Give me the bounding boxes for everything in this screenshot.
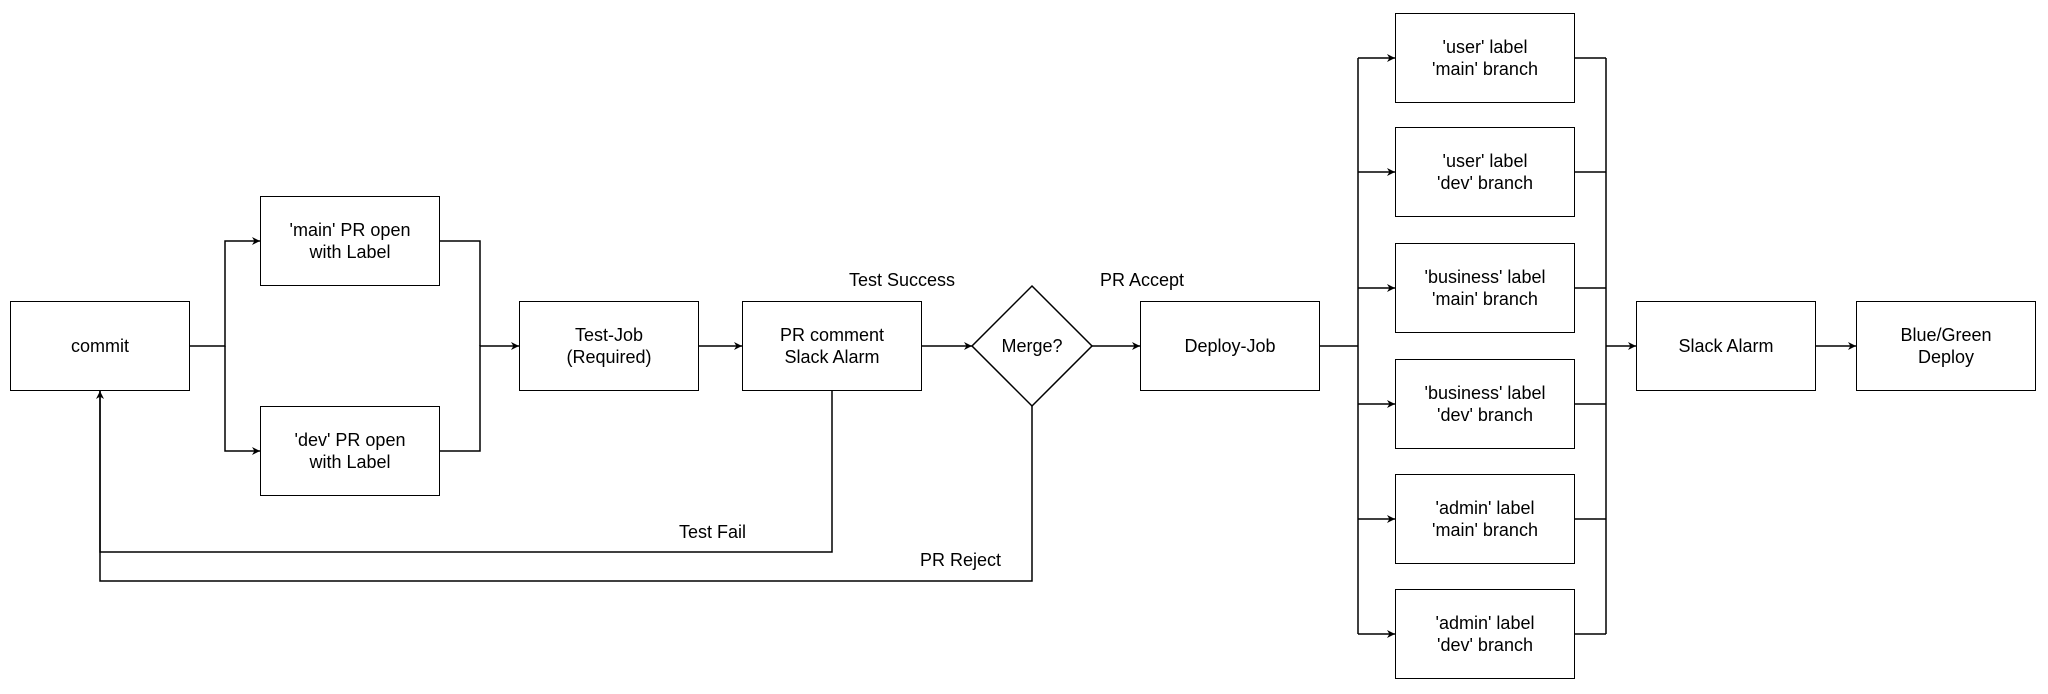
- pr-comment-label-line2: Slack Alarm: [784, 347, 880, 367]
- bluegreen-label-line2: Deploy: [1917, 347, 1975, 367]
- bluegreen-deploy-node: Blue/Green Deploy: [1856, 301, 2036, 391]
- business-main-node: 'business' label 'main' branch: [1395, 243, 1575, 333]
- admin-dev-label-line1: 'admin' label: [1435, 613, 1535, 633]
- business-dev-label-line2: 'dev' branch: [1437, 405, 1533, 425]
- user-dev-node: 'user' label 'dev' branch: [1395, 127, 1575, 217]
- edge-dev-pr-to-test: [440, 342, 519, 452]
- merge-label: Merge?: [1001, 335, 1063, 356]
- admin-dev-node: 'admin' label 'dev' branch: [1395, 589, 1575, 679]
- edge-commit-to-dev-pr: [224, 346, 260, 455]
- dev-pr-open-node: 'dev' PR open with Label: [260, 406, 440, 496]
- deploy-job-label: Deploy-Job: [1184, 336, 1276, 356]
- test-success-label: Test Success: [849, 270, 956, 290]
- user-dev-label-line2: 'dev' branch: [1437, 173, 1533, 193]
- user-dev-label-line1: 'user' label: [1442, 151, 1528, 171]
- business-dev-label-line1: 'business' label: [1424, 383, 1546, 403]
- dev-pr-label-line2: with Label: [309, 452, 391, 472]
- merge-diamond-shape: [970, 284, 1094, 408]
- slack-alarm-node: Slack Alarm: [1636, 301, 1816, 391]
- bluegreen-label-line1: Blue/Green: [1900, 325, 1992, 345]
- deploy-job-node: Deploy-Job: [1140, 301, 1320, 391]
- admin-main-label-line1: 'admin' label: [1435, 498, 1535, 518]
- test-job-label-line1: Test-Job: [574, 325, 643, 345]
- user-main-label-line1: 'user' label: [1442, 37, 1528, 57]
- admin-main-label-line2: 'main' branch: [1432, 520, 1538, 540]
- admin-main-node: 'admin' label 'main' branch: [1395, 474, 1575, 564]
- dev-pr-label-line1: 'dev' PR open: [294, 430, 406, 450]
- commit-label: commit: [71, 336, 129, 356]
- edge-pr-reject: [99, 391, 1033, 582]
- main-pr-open-node: 'main' PR open with Label: [260, 196, 440, 286]
- business-main-label-line2: 'main' branch: [1432, 289, 1538, 309]
- pr-accept-label: PR Accept: [1100, 270, 1185, 290]
- commit-node: commit: [10, 301, 190, 391]
- main-pr-label-line1: 'main' PR open: [289, 220, 411, 240]
- admin-dev-label-line2: 'dev' branch: [1437, 635, 1533, 655]
- edge-main-pr-to-test: [440, 240, 481, 346]
- pr-comment-label-line1: PR comment: [779, 325, 885, 345]
- business-dev-node: 'business' label 'dev' branch: [1395, 359, 1575, 449]
- user-main-node: 'user' label 'main' branch: [1395, 13, 1575, 103]
- merge-decision-node: Merge?: [972, 286, 1092, 406]
- slack-alarm-label: Slack Alarm: [1678, 336, 1774, 356]
- test-job-node: Test-Job (Required): [519, 301, 699, 391]
- main-pr-label-line2: with Label: [309, 242, 391, 262]
- edge-commit-to-prs: [190, 237, 260, 347]
- business-main-label-line1: 'business' label: [1424, 267, 1546, 287]
- pr-comment-node: PR comment Slack Alarm: [742, 301, 922, 391]
- user-main-label-line2: 'main' branch: [1432, 59, 1538, 79]
- pr-reject-label: PR Reject: [920, 550, 1002, 570]
- test-job-label-line2: (Required): [566, 347, 652, 367]
- test-fail-label: Test Fail: [679, 522, 747, 542]
